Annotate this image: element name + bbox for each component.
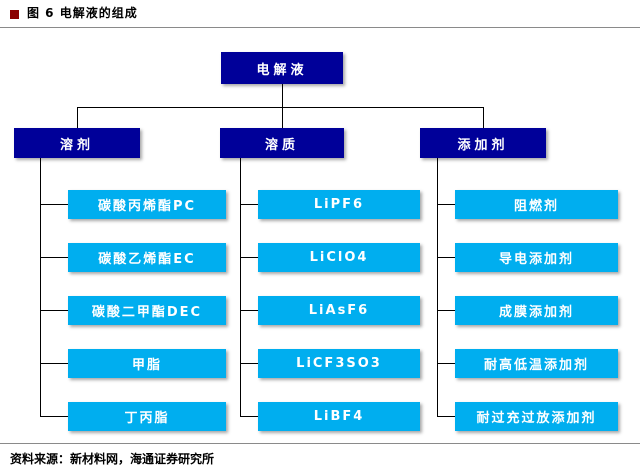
connector-stub	[437, 204, 455, 205]
header-divider	[0, 27, 640, 28]
connector-drop-additive	[483, 107, 484, 128]
connector-spine-solute	[240, 158, 241, 416]
node-solvent-methyl-ester: 甲脂	[68, 349, 226, 378]
node-solute-liasf6: LiAsF6	[258, 296, 420, 325]
connector-stub	[40, 416, 68, 417]
connector-stub	[240, 310, 258, 311]
footer-divider	[0, 443, 640, 444]
connector-stub	[40, 257, 68, 258]
node-root-electrolyte: 电解液	[221, 52, 343, 84]
node-solvent: 溶剂	[14, 128, 140, 158]
connector-stub	[240, 416, 258, 417]
figure-title: 图 6 电解液的组成	[27, 6, 138, 20]
node-solvent-ec: 碳酸乙烯酯EC	[68, 243, 226, 272]
connector-spine-solvent	[40, 158, 41, 416]
connector-stub	[437, 363, 455, 364]
node-additive-overcharge: 耐过充过放添加剂	[455, 402, 618, 431]
node-solvent-pc: 碳酸丙烯酯PC	[68, 190, 226, 219]
connector-stub	[40, 310, 68, 311]
connector-stub	[240, 363, 258, 364]
connector-drop-solute	[282, 107, 283, 128]
connector-stub	[437, 310, 455, 311]
connector-stub	[437, 257, 455, 258]
connector-drop-solvent	[77, 107, 78, 128]
node-additive: 添加剂	[420, 128, 546, 158]
connector-stub	[437, 416, 455, 417]
connector-root-vertical	[282, 84, 283, 107]
node-additive-flame-retardant: 阻燃剂	[455, 190, 618, 219]
connector-stub	[40, 363, 68, 364]
node-solvent-butyl-propyl-ester: 丁丙脂	[68, 402, 226, 431]
title-bullet-icon	[10, 10, 19, 19]
node-solute-licf3so3: LiCF3SO3	[258, 349, 420, 378]
connector-main-horizontal	[77, 107, 484, 108]
node-solute-liclo4: LiClO4	[258, 243, 420, 272]
connector-stub	[240, 257, 258, 258]
node-additive-temp-resistant: 耐高低温添加剂	[455, 349, 618, 378]
node-additive-conductive: 导电添加剂	[455, 243, 618, 272]
node-solvent-dec: 碳酸二甲酯DEC	[68, 296, 226, 325]
connector-stub	[240, 204, 258, 205]
node-solute-libf4: LiBF4	[258, 402, 420, 431]
source-note: 资料来源：新材料网，海通证券研究所	[10, 452, 215, 466]
node-solute: 溶质	[220, 128, 344, 158]
node-solute-lipf6: LiPF6	[258, 190, 420, 219]
node-additive-film-forming: 成膜添加剂	[455, 296, 618, 325]
connector-stub	[40, 204, 68, 205]
connector-spine-additive	[437, 158, 438, 416]
